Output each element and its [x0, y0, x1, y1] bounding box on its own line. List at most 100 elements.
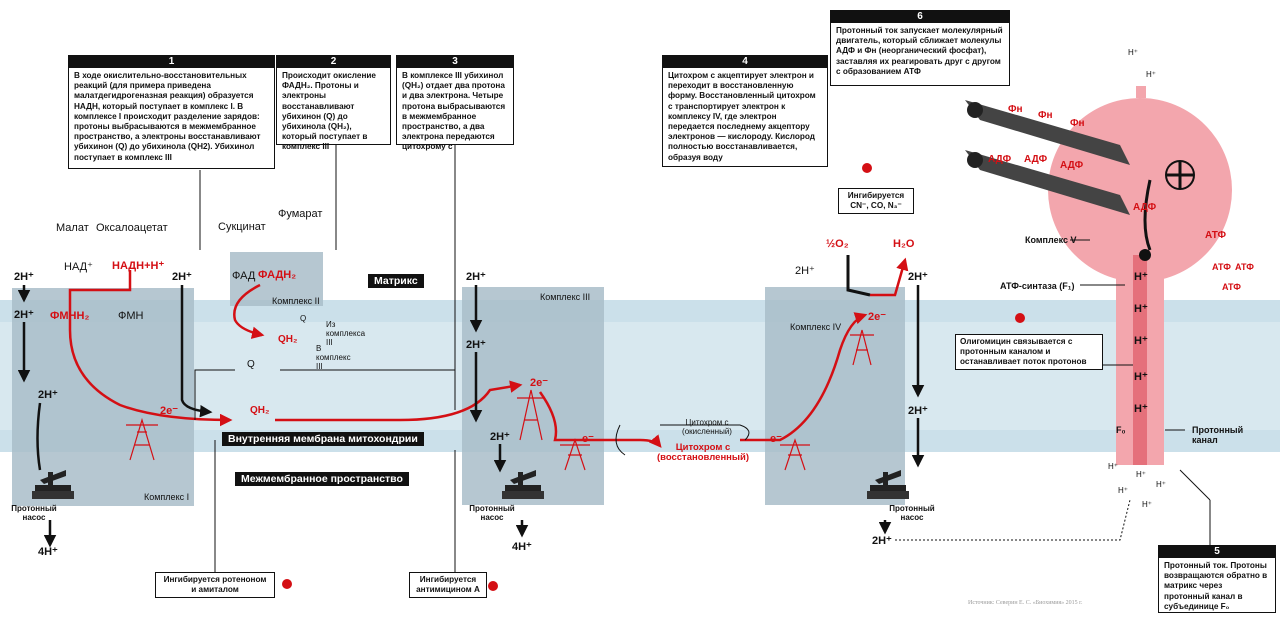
electron-label-1: 2e⁻: [160, 405, 179, 417]
step-6-number: 6: [831, 11, 1009, 23]
electron-label-2: 2e⁻: [530, 377, 549, 389]
pump-4-label: Протонный насос: [889, 504, 935, 522]
top-proton-2: H⁺: [1128, 48, 1138, 57]
q-boat-1-label: Q: [300, 314, 307, 323]
proton-channel-label: Протонный канал: [1192, 425, 1244, 445]
channel-proton-4: H⁺: [1134, 371, 1148, 383]
skull-icon: [282, 163, 1025, 591]
tower-icon: [126, 329, 874, 471]
pi-2-label: Фн: [1038, 110, 1053, 121]
step-4-box: 4 Цитохром с акцептирует электрон и пере…: [662, 55, 828, 167]
qh2-boat-2-label: QH₂: [250, 405, 270, 416]
fadh2-label: ФАДН₂: [258, 269, 297, 281]
fmn-label: ФМН: [118, 310, 144, 322]
cyanide-note: Ингибируется CN⁻, CO, N₃⁻: [838, 188, 914, 214]
rotenone-note: Ингибируется ротеноном и амиталом: [155, 572, 275, 598]
proton-label-9: 4H⁺: [512, 541, 532, 553]
complex-5-label: Комплекс V: [1025, 235, 1077, 245]
proton-label-7: 2H⁺: [466, 339, 486, 351]
fumarate-label: Фумарат: [278, 208, 323, 220]
pump-1-label: Протонный насос: [11, 504, 57, 522]
step-3-box: 3 В комплексе III убихинол (QH₂) отдает …: [396, 55, 514, 151]
step-2-text: Происходит окисление ФАДН₂. Протоны и эл…: [282, 71, 376, 152]
cloud-proton-4: H⁺: [1156, 480, 1166, 489]
proton-label-8: 2H⁺: [490, 431, 510, 443]
complex-1-shape: [12, 288, 194, 506]
cloud-proton-1: H⁺: [1108, 462, 1118, 471]
proton-label-1: 2H⁺: [14, 271, 34, 283]
complex-2-label: Комплекс II: [272, 296, 320, 306]
proton-label-4: 2H⁺: [172, 271, 192, 283]
membrane-label: Внутренняя мембрана митохондрии: [222, 432, 424, 446]
antimycin-note: Ингибируется антимицином А: [409, 572, 487, 598]
cloud-proton-2: H⁺: [1136, 470, 1146, 479]
nadh-label: НАДН+Н⁺: [112, 260, 165, 272]
complex-1-label: Комплекс I: [144, 492, 190, 502]
step-6-text: Протонный ток запускает молекулярный дви…: [836, 26, 1003, 76]
adp-4-label: АДФ: [1133, 202, 1157, 213]
intermembrane-label: Межмембранное пространство: [235, 472, 409, 486]
proton-pump-1-icon: [32, 470, 74, 499]
nad-label: НАД⁺: [64, 261, 93, 273]
source-caption: Источник: Северин Е. С. «Биохимия» 2015 …: [968, 600, 1083, 606]
atp-synthase-label: АТФ-синтаза (F₁): [1000, 281, 1075, 291]
channel-proton-3: H⁺: [1134, 335, 1148, 347]
step-5-number: 5: [1159, 546, 1275, 558]
proton-label-10: 2H⁺: [795, 265, 815, 277]
complex-2-shape: [230, 252, 323, 306]
fmnh2-label: ФМНН₂: [50, 310, 90, 322]
from-complex-3-label: Из комплекса III: [326, 320, 366, 347]
cytochrome-c-reduced-label: Цитохром с (восстановленный): [656, 442, 750, 463]
f0-label: F₀: [1116, 425, 1126, 435]
complex-3-label: Комплекс III: [540, 292, 591, 302]
proton-pump-4-icon: [867, 470, 909, 499]
q-boat-2-label: Q: [247, 359, 255, 370]
to-complex-3-label: В комплекс III: [316, 344, 351, 371]
adp-1-label: АДФ: [988, 154, 1012, 165]
oxygen-label: ½O₂: [826, 238, 849, 250]
malate-label: Малат: [56, 222, 89, 234]
step-1-number: 1: [69, 56, 274, 68]
cloud-proton-3: H⁺: [1118, 486, 1128, 495]
atp-4-label: АТФ: [1222, 282, 1241, 292]
oligomycin-note: Олигомицин связывается с протонным канал…: [955, 334, 1103, 370]
step-2-box: 2 Происходит окисление ФАДН₂. Протоны и …: [276, 55, 391, 151]
proton-label-5: 4H⁺: [38, 546, 58, 558]
cytochrome-c-oxidized-label: Цитохром с (окисленный): [682, 418, 732, 436]
pump-2-label: Протонный насос: [469, 504, 515, 522]
adp-3-label: АДФ: [1060, 160, 1084, 171]
oxaloacetate-label: Оксалоацетат: [96, 222, 168, 234]
proton-label-3: 2H⁺: [38, 389, 58, 401]
inner-membrane-band: [0, 300, 1280, 452]
top-proton-1: H⁺: [1146, 70, 1156, 79]
proton-label-12: 2H⁺: [908, 405, 928, 417]
step-4-number: 4: [663, 56, 827, 68]
atp-1-label: АТФ: [1205, 230, 1226, 241]
step-6-box: 6 Протонный ток запускает молекулярный д…: [830, 10, 1010, 86]
pi-3-label: Фн: [1070, 118, 1085, 129]
electron-label-4: e⁻: [770, 433, 782, 445]
proton-label-6: 2H⁺: [466, 271, 486, 283]
succinate-label: Сукцинат: [218, 221, 266, 233]
qh2-boat-1-label: QH₂: [278, 334, 298, 345]
proton-label-2: 2H⁺: [14, 309, 34, 321]
step-3-text: В комплексе III убихинол (QH₂) отдает дв…: [402, 71, 506, 152]
channel-proton-2: H⁺: [1134, 303, 1148, 315]
step-1-text: В ходе окислительно-восстановительных ре…: [74, 71, 261, 162]
complex-4-shape: [765, 287, 905, 505]
electron-label-3: e⁻: [582, 433, 594, 445]
atp-2-label: АТФ: [1212, 262, 1231, 272]
water-label: H₂O: [893, 238, 915, 250]
step-5-box: 5 Протонный ток. Протоны возвращаются об…: [1158, 545, 1276, 613]
channel-proton-1: H⁺: [1134, 271, 1148, 283]
electron-label-5: 2e⁻: [868, 311, 887, 323]
step-5-text: Протонный ток. Протоны возвращаются обра…: [1164, 561, 1268, 611]
matrix-label: Матрикс: [368, 274, 424, 288]
atp-3-label: АТФ: [1235, 262, 1254, 272]
step-3-number: 3: [397, 56, 513, 68]
fad-label: ФАД: [232, 270, 256, 282]
complex-4-label: Комплекс IV: [790, 322, 842, 332]
channel-proton-5: H⁺: [1134, 403, 1148, 415]
step-2-number: 2: [277, 56, 390, 68]
